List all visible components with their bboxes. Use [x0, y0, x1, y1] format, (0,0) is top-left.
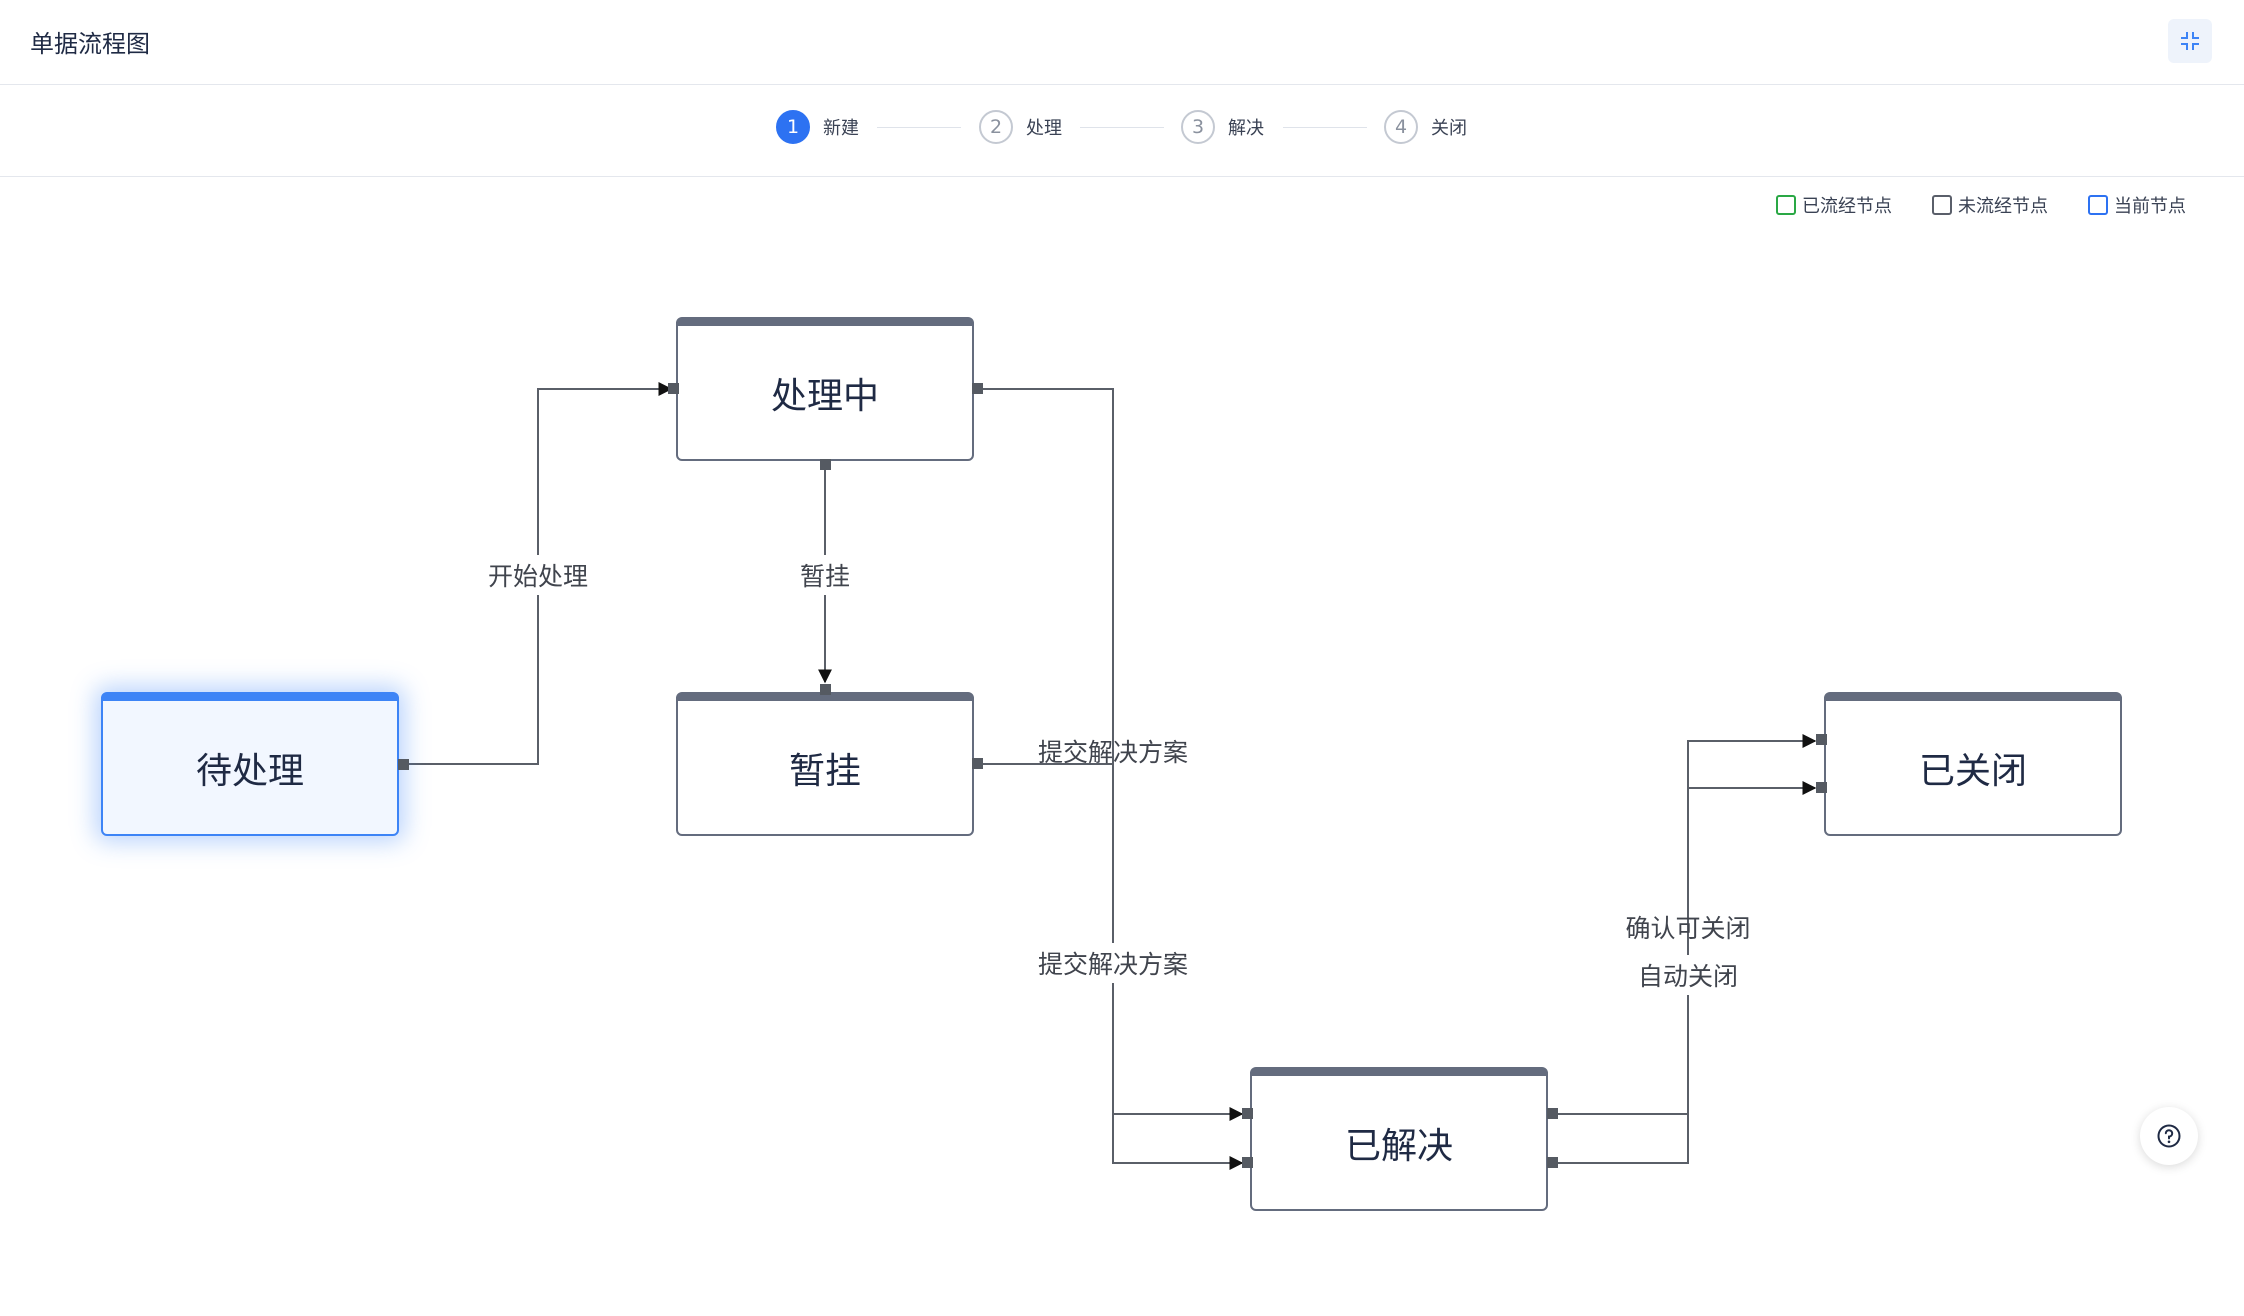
legend-passed: 已流经节点 [1776, 192, 1892, 218]
edge-label-confirm-close: 确认可关闭 [1625, 914, 1751, 943]
node-resolved[interactable]: 已解决 [1250, 1067, 1548, 1211]
node-label: 待处理 [195, 750, 304, 792]
step-new: 1 新建 [776, 109, 859, 145]
port[interactable] [820, 684, 831, 695]
edge-label-start-processing: 开始处理 [485, 555, 591, 595]
legend-label: 当前节点 [2114, 196, 2186, 217]
port[interactable] [1242, 1108, 1253, 1119]
legend-swatch [1932, 195, 1952, 215]
legend-label: 已流经节点 [1802, 196, 1892, 217]
port[interactable] [972, 383, 983, 394]
node-closed[interactable]: 已关闭 [1824, 692, 2122, 836]
collapse-icon [2181, 32, 2199, 50]
port[interactable] [1816, 782, 1827, 793]
step-label: 解决 [1228, 118, 1264, 139]
legend-swatch [1776, 195, 1796, 215]
edge-label-auto-close: 自动关闭 [1635, 955, 1741, 995]
legend-swatch [2088, 195, 2108, 215]
node-suspended[interactable]: 暂挂 [676, 692, 974, 836]
step-number: 3 [1181, 110, 1215, 144]
edge-label-submit-from-suspended: 提交解决方案 [1035, 943, 1191, 983]
step-label: 处理 [1026, 118, 1062, 139]
step-connector [1080, 127, 1164, 128]
node-label: 处理中 [770, 375, 879, 417]
step-number: 4 [1384, 110, 1418, 144]
step-connector [877, 127, 961, 128]
progress-steps: 1 新建 2 处理 3 解决 4 关闭 [0, 85, 2244, 177]
step-process: 2 处理 [979, 109, 1062, 145]
page-title: 单据流程图 [30, 30, 150, 58]
port[interactable] [668, 383, 679, 394]
port[interactable] [1242, 1157, 1253, 1168]
step-label: 关闭 [1431, 118, 1467, 139]
port[interactable] [1547, 1108, 1558, 1119]
port[interactable] [972, 758, 983, 769]
edge-label-submit-from-processing: 提交解决方案 [1037, 738, 1189, 767]
legend-not-passed: 未流经节点 [1932, 192, 2048, 218]
edge-label-suspend: 暂挂 [797, 555, 853, 595]
help-button[interactable] [2140, 1107, 2198, 1165]
node-label: 暂挂 [788, 750, 861, 792]
help-icon [2157, 1124, 2181, 1148]
step-label: 新建 [823, 118, 859, 139]
collapse-button[interactable] [2168, 19, 2212, 63]
step-number: 1 [776, 110, 810, 144]
edge-processing-to-resolved [980, 388, 1244, 1121]
node-pending[interactable]: 待处理 [101, 692, 399, 836]
legend-label: 未流经节点 [1958, 196, 2048, 217]
step-close: 4 关闭 [1384, 109, 1467, 145]
step-connector [1283, 127, 1367, 128]
legend-current: 当前节点 [2088, 192, 2186, 218]
node-label: 已关闭 [1918, 750, 2027, 792]
port[interactable] [1547, 1157, 1558, 1168]
node-label: 已解决 [1344, 1125, 1453, 1167]
header: 单据流程图 [0, 0, 2244, 85]
node-processing[interactable]: 处理中 [676, 317, 974, 461]
step-resolve: 3 解决 [1181, 109, 1264, 145]
port[interactable] [1816, 734, 1827, 745]
port[interactable] [820, 459, 831, 470]
step-number: 2 [979, 110, 1013, 144]
port[interactable] [398, 759, 409, 770]
